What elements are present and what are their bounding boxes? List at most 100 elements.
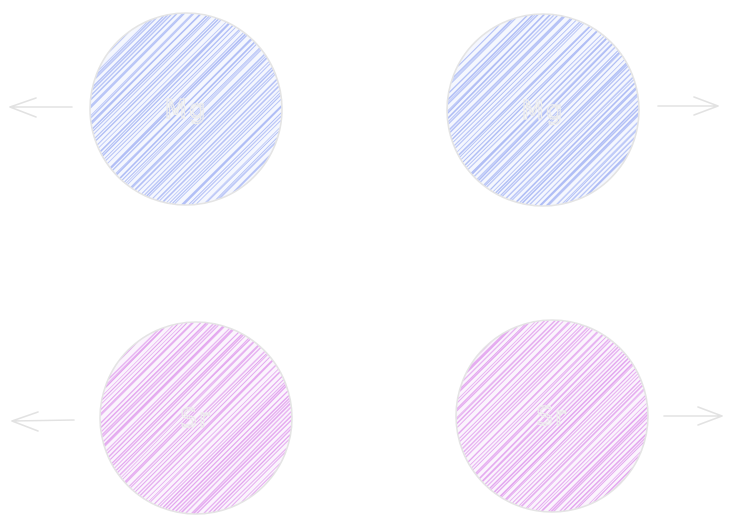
- hatch-line: [100, 322, 224, 514]
- hatch-line: [192, 13, 282, 205]
- hatch-line: [100, 322, 248, 514]
- hatch-line: [90, 13, 229, 205]
- hatch-line: [519, 320, 648, 512]
- atom-label: Mg: [165, 95, 208, 125]
- hatch-line: [517, 320, 648, 512]
- hatch-line: [447, 14, 583, 206]
- hatch-line: [628, 14, 639, 206]
- arrow-right: [663, 406, 723, 426]
- hatch-line: [90, 13, 255, 205]
- hatch-line: [267, 13, 282, 205]
- hatch-line: [456, 320, 621, 512]
- hatch-line: [100, 322, 234, 514]
- hatch-line: [100, 322, 114, 514]
- atom-label: Mg: [522, 96, 565, 126]
- hatch-line: [456, 320, 602, 512]
- hatch-line: [561, 14, 639, 206]
- hatch-line: [0, 9, 86, 210]
- hatch-line: [583, 320, 648, 512]
- hatch-line: [150, 13, 282, 205]
- hatch-line: [100, 322, 211, 514]
- hatch-line: [190, 322, 292, 514]
- atom-label: Sr: [180, 404, 211, 434]
- hatch-line: [188, 13, 282, 205]
- hatch-line: [447, 14, 532, 206]
- hatch-line: [90, 13, 153, 205]
- hatch-line: [154, 13, 282, 205]
- hatch-line: [447, 14, 537, 206]
- hatch-line: [519, 14, 639, 206]
- hatch-line: [134, 13, 282, 205]
- hatch-line: [90, 13, 246, 205]
- hatch-line: [477, 14, 639, 206]
- hatch-line: [141, 13, 282, 205]
- hatch-line: [637, 14, 639, 206]
- hatch-line: [115, 13, 282, 205]
- hatch-line: [540, 14, 639, 206]
- hatch-line: [554, 14, 639, 206]
- hatch-line: [268, 322, 292, 514]
- hatch-line: [474, 14, 639, 206]
- hatch-line: [227, 322, 292, 514]
- arrow-right: [657, 96, 719, 116]
- hatch-line: [447, 14, 464, 206]
- hatch-line: [214, 13, 282, 205]
- hatch-line: [485, 14, 639, 206]
- hatch-line: [100, 322, 263, 514]
- hatch-line: [511, 14, 639, 206]
- atom-circle-background: [447, 14, 639, 206]
- hatch-line: [456, 320, 551, 512]
- arrow-right-icon: [663, 406, 723, 426]
- hatch-line: [447, 14, 474, 206]
- hatch-line: [137, 13, 282, 205]
- hatch-line: [130, 322, 292, 514]
- hatch-line: [447, 14, 557, 206]
- arrow-left: [9, 97, 73, 118]
- hatch-line: [561, 320, 648, 512]
- hatch-line: [100, 322, 180, 514]
- hatch-line: [447, 14, 586, 206]
- hatch-line: [154, 322, 292, 514]
- hatch-line: [456, 320, 577, 512]
- hatch-line: [447, 14, 592, 206]
- hatch-line: [90, 13, 159, 205]
- hatch-line: [277, 322, 292, 514]
- hatch-line: [524, 14, 639, 206]
- hatch-line: [90, 13, 217, 205]
- hatch-line: [456, 320, 528, 512]
- hatch-line: [258, 13, 282, 205]
- hatch-line: [100, 322, 193, 514]
- hatch-line: [90, 13, 282, 205]
- hatch-line: [219, 322, 292, 514]
- hatch-line: [100, 322, 245, 514]
- hatch-line: [447, 14, 527, 206]
- hatch-line: [578, 320, 648, 512]
- hatch-line: [456, 320, 533, 512]
- hatch-line: [528, 14, 639, 206]
- hatch-line: [196, 13, 282, 205]
- hatch-line: [447, 14, 545, 206]
- hatch-line: [144, 322, 292, 514]
- hatch-line: [263, 13, 282, 205]
- hatch-line: [447, 14, 551, 206]
- hatch-line: [456, 320, 474, 512]
- hatch-line: [447, 14, 462, 206]
- hatch-line: [508, 320, 648, 512]
- atom-node-bottom-right: Sr: [455, 319, 649, 513]
- hatch-line: [447, 14, 611, 206]
- hatch-line: [100, 322, 197, 514]
- hatch-line: [537, 320, 648, 512]
- hatch-line: [151, 322, 292, 514]
- hatch-line: [100, 322, 240, 514]
- hatch-line: [506, 14, 639, 206]
- hatch-line: [100, 322, 208, 514]
- hatch-line: [201, 322, 292, 514]
- hatch-line: [211, 322, 292, 514]
- hatch-line: [456, 320, 613, 512]
- hatch-line: [456, 320, 541, 512]
- hatch-line: [273, 13, 282, 205]
- hatch-line: [494, 320, 648, 512]
- hatch-line: [100, 322, 261, 514]
- atom-label: Sr: [536, 402, 567, 432]
